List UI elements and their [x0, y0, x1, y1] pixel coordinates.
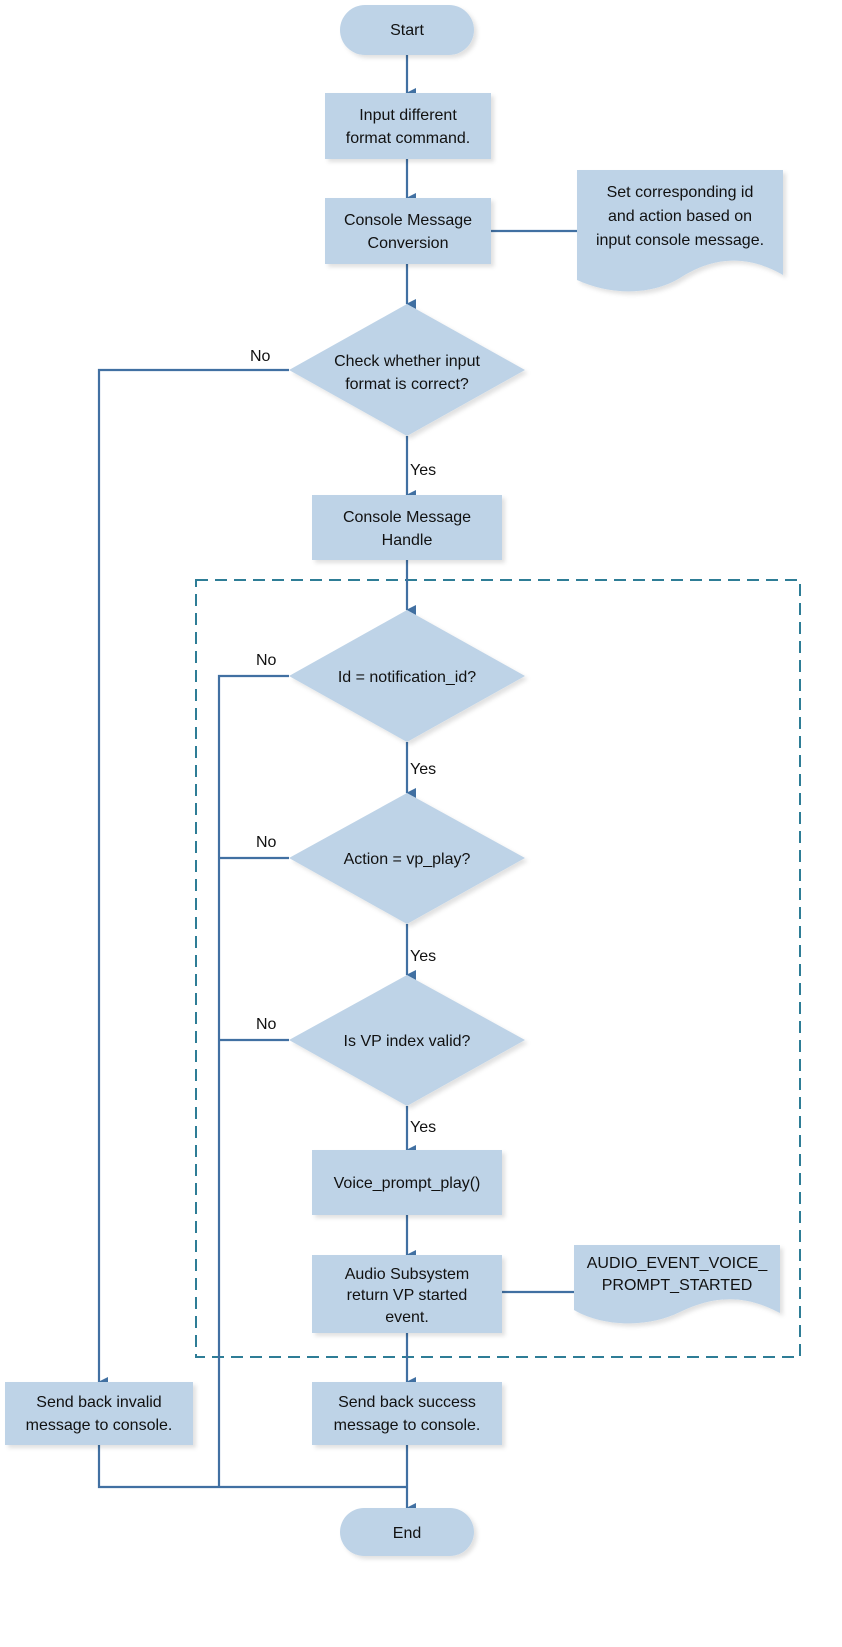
label-no-vp: No — [256, 1016, 277, 1033]
conversion-label-1: Console Message — [344, 212, 472, 229]
conversion-note-2: and action based on — [608, 208, 752, 225]
label-no-action: No — [256, 834, 277, 851]
check-action-diamond — [289, 793, 525, 924]
start-node — [340, 5, 474, 55]
check-format-label-1: Check whether input — [334, 353, 480, 370]
handle-label-2: Handle — [382, 532, 433, 549]
connectors — [97, 55, 577, 1513]
audio-event-label-1: Audio Subsystem — [345, 1266, 470, 1283]
audio-note-document — [574, 1245, 780, 1324]
handler-group-border — [195, 579, 801, 1358]
check-format-diamond — [289, 304, 525, 436]
check-format-label-2: format is correct? — [345, 376, 469, 393]
send-invalid-label-2: message to console. — [26, 1417, 173, 1434]
check-vp-diamond — [289, 975, 525, 1106]
conversion-note-3: input console message. — [596, 232, 764, 249]
conversion-box — [325, 198, 491, 264]
send-success-box — [312, 1382, 502, 1445]
label-no-id: No — [256, 652, 277, 669]
input-command-label-2: format command. — [346, 130, 470, 147]
label-yes-action: Yes — [410, 948, 436, 965]
handle-box — [312, 495, 502, 560]
input-command-box — [325, 93, 491, 159]
audio-event-label-2: return VP started — [347, 1287, 468, 1304]
start-label: Start — [390, 22, 424, 39]
vp-play-label: Voice_prompt_play() — [334, 1175, 481, 1192]
check-action-label: Action = vp_play? — [344, 851, 471, 868]
handle-label-1: Console Message — [343, 509, 471, 526]
check-id-diamond — [289, 610, 525, 742]
audio-event-label-3: event. — [385, 1309, 429, 1326]
vp-play-box — [312, 1150, 502, 1215]
label-yes-id: Yes — [410, 761, 436, 778]
audio-note-1: AUDIO_EVENT_VOICE_ — [587, 1255, 769, 1272]
end-node — [340, 1508, 474, 1556]
label-no-format: No — [250, 348, 271, 365]
audio-note-2: PROMPT_STARTED — [602, 1277, 753, 1294]
conversion-label-2: Conversion — [368, 235, 449, 252]
check-vp-label: Is VP index valid? — [344, 1033, 471, 1050]
label-yes-vp: Yes — [410, 1119, 436, 1136]
label-yes-format: Yes — [410, 462, 436, 479]
input-command-label-1: Input different — [359, 107, 457, 124]
send-success-label-2: message to console. — [334, 1417, 481, 1434]
end-label: End — [393, 1525, 421, 1542]
send-invalid-label-1: Send back invalid — [36, 1394, 161, 1411]
conversion-note-document — [577, 170, 783, 292]
send-invalid-box — [5, 1382, 193, 1445]
audio-event-box — [312, 1255, 502, 1333]
send-success-label-1: Send back success — [338, 1394, 476, 1411]
conversion-note-1: Set corresponding id — [607, 184, 754, 201]
check-id-label: Id = notification_id? — [338, 669, 476, 686]
